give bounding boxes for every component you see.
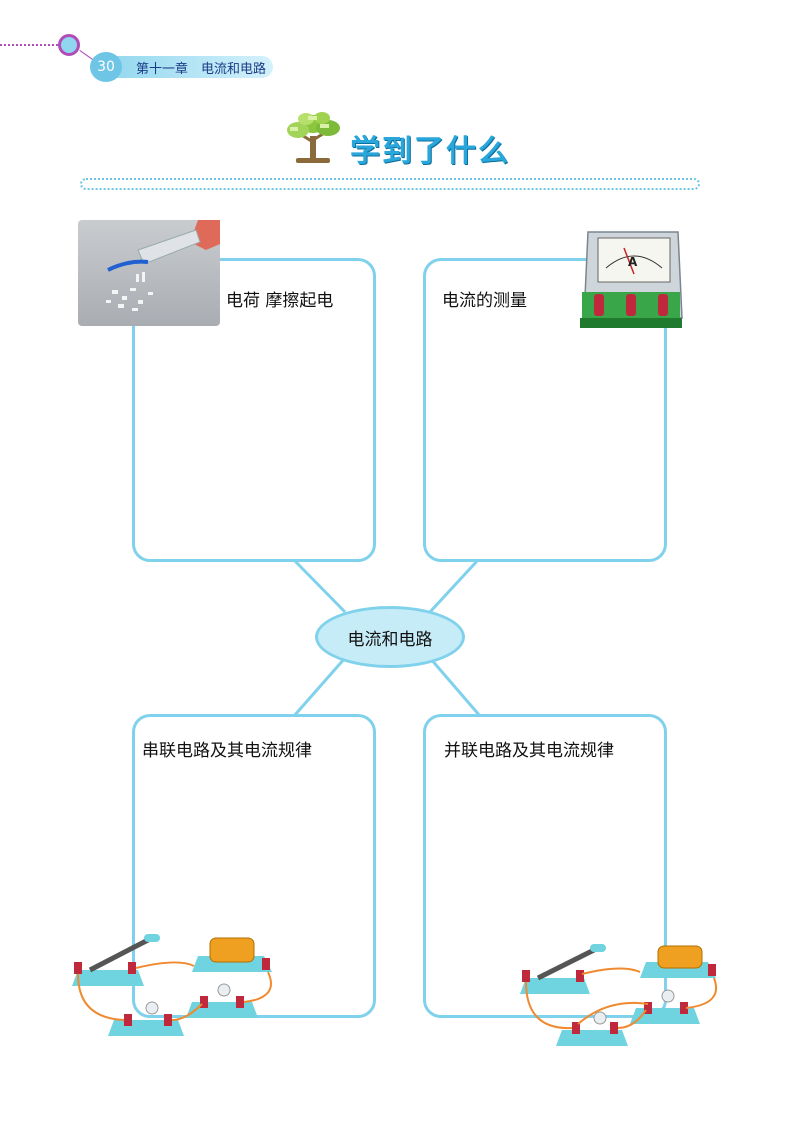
header-bar (98, 56, 273, 78)
ammeter-symbol: A (628, 255, 638, 269)
header-ring-icon (58, 34, 80, 56)
chapter-title: 第十一章 电流和电路 (136, 62, 267, 77)
parallel-circuit-icon (520, 944, 717, 1046)
center-topic-label: 电流和电路 (347, 629, 433, 650)
ammeter-icon: A (580, 231, 683, 328)
section-title: 学到了什么 (350, 134, 510, 169)
page-number: 30 (90, 52, 122, 82)
box-parallel-circuit (423, 714, 667, 1018)
box-charge (132, 258, 376, 562)
comb-paper-photo (78, 220, 220, 326)
box-parallel-circuit-label: 并联电路及其电流规律 (444, 741, 614, 761)
series-circuit-icon (72, 934, 272, 1036)
center-topic: 电流和电路 (315, 606, 465, 668)
box-series-circuit-label: 串联电路及其电流规律 (142, 741, 312, 761)
header-dotted-line (0, 44, 66, 46)
box-measurement-label: 电流的测量 (442, 291, 527, 311)
box-charge-label: 电荷 摩擦起电 (226, 291, 334, 311)
title-dotted-rule (80, 178, 700, 190)
tree-icon (287, 112, 340, 163)
